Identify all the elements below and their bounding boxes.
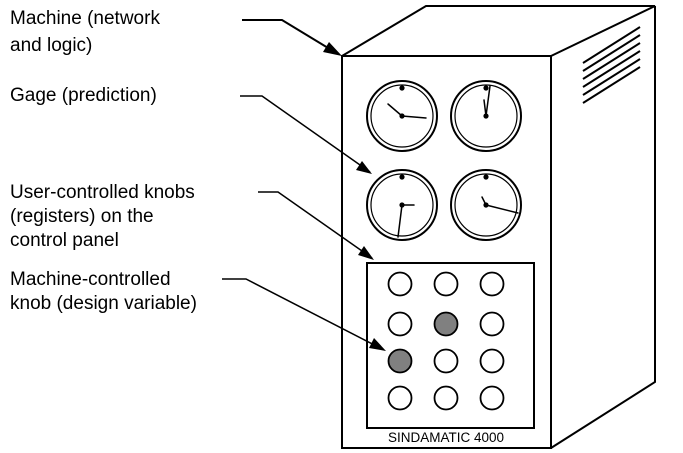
- cabinet-front: [341, 55, 552, 449]
- gages: [366, 80, 522, 241]
- gage-hand: [387, 103, 403, 117]
- gage-hand: [401, 115, 427, 119]
- knob-machine-controlled[interactable]: [387, 348, 413, 374]
- gage-pivot: [483, 113, 489, 119]
- gage: [366, 169, 438, 241]
- gage-inner-ring: [454, 84, 518, 148]
- gage: [366, 80, 438, 152]
- gage-hand: [485, 204, 519, 214]
- knob[interactable]: [433, 348, 459, 374]
- knob[interactable]: [387, 271, 413, 297]
- gage-pivot: [483, 202, 489, 208]
- machine-cabinet: [341, 5, 656, 449]
- knob[interactable]: [479, 385, 505, 411]
- gage-pivot: [399, 202, 405, 208]
- label-machine-line-1: Machine (network: [10, 8, 160, 29]
- label-user-knobs-line-2: (registers) on the: [10, 206, 154, 227]
- label-user-knobs-line-3: control panel: [10, 230, 119, 251]
- control-panel: [366, 262, 535, 429]
- gage-top-mark: [483, 85, 489, 91]
- label-user-knobs-line-1: User-controlled knobs: [10, 182, 195, 203]
- leader-arrowhead-user-knobs: [358, 246, 374, 260]
- knob[interactable]: [433, 271, 459, 297]
- gage: [450, 169, 522, 241]
- gage-hand: [397, 204, 403, 238]
- leader-arrowhead-machine-knob: [369, 338, 386, 351]
- knob-machine-controlled[interactable]: [433, 311, 459, 337]
- label-user-knobs: User-controlled knobs (registers) on the…: [10, 182, 195, 251]
- gage-top-mark: [399, 174, 405, 180]
- cabinet-top: [341, 5, 656, 57]
- leader-arrowhead-machine: [323, 42, 342, 56]
- gage-pivot: [399, 113, 405, 119]
- label-machine: Machine (network and logic): [10, 8, 160, 56]
- knob[interactable]: [433, 385, 459, 411]
- vent-grille: [582, 26, 641, 104]
- label-machine-knob-line-1: Machine-controlled: [10, 269, 171, 290]
- leader-line-user-knobs: [258, 191, 373, 259]
- leader-line-gage: [240, 95, 371, 173]
- gage-hand: [485, 85, 491, 117]
- gage-hand: [483, 99, 487, 117]
- gage-top-mark: [399, 85, 405, 91]
- leader-arrowhead-gage: [356, 161, 372, 174]
- gage: [450, 80, 522, 152]
- panel-label: SINDAMATIC 4000: [388, 430, 504, 445]
- knob[interactable]: [479, 348, 505, 374]
- label-machine-knob: Machine-controlled knob (design variable…: [10, 269, 197, 314]
- gage-inner-ring: [370, 84, 434, 148]
- knob[interactable]: [387, 385, 413, 411]
- control-panel-frame: [366, 262, 535, 429]
- knob[interactable]: [387, 311, 413, 337]
- label-machine-knob-line-2: knob (design variable): [10, 293, 197, 314]
- gage-inner-ring: [454, 173, 518, 237]
- gage-inner-ring: [370, 173, 434, 237]
- cabinet-side: [550, 6, 656, 449]
- gage-top-mark: [483, 174, 489, 180]
- knob[interactable]: [479, 271, 505, 297]
- knob[interactable]: [479, 311, 505, 337]
- label-gage: Gage (prediction): [10, 85, 157, 106]
- knob-grid: [387, 271, 505, 411]
- leader-line-machine-knob: [222, 278, 383, 350]
- leader-line-machine: [242, 19, 339, 55]
- label-machine-line-2: and logic): [10, 35, 92, 56]
